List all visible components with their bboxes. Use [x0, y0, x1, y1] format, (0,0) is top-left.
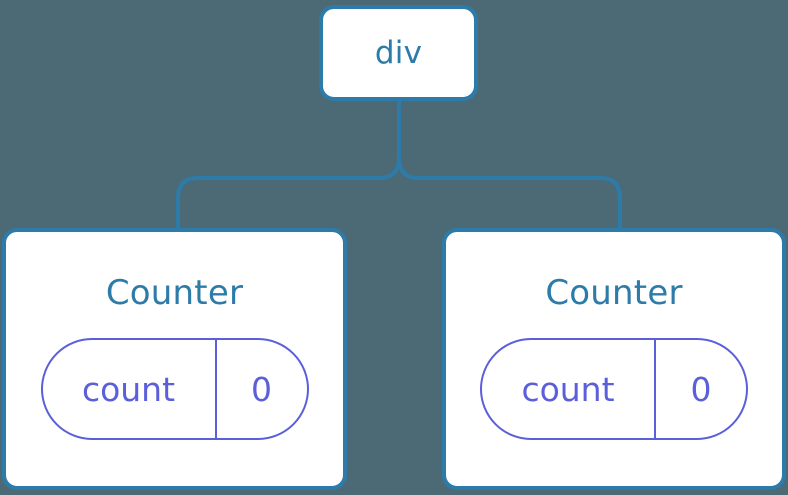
state-key-right: count [482, 340, 656, 438]
state-value-right: 0 [690, 369, 712, 409]
connector-to-left-child [176, 157, 401, 228]
node-counter-right-label: Counter [545, 273, 683, 313]
node-div-label: div [374, 34, 423, 71]
node-counter-left-label: Counter [105, 273, 244, 313]
state-value-left: 0 [251, 369, 272, 409]
node-counter-right[interactable]: Counter count 0 [442, 228, 786, 490]
node-counter-left[interactable]: Counter count 0 [2, 228, 347, 490]
state-key-left: count [43, 340, 217, 438]
state-pill-right[interactable]: count 0 [480, 338, 748, 440]
state-pill-left[interactable]: count 0 [40, 338, 309, 440]
node-div[interactable]: div [319, 5, 478, 101]
connector-to-right-child [397, 157, 622, 228]
